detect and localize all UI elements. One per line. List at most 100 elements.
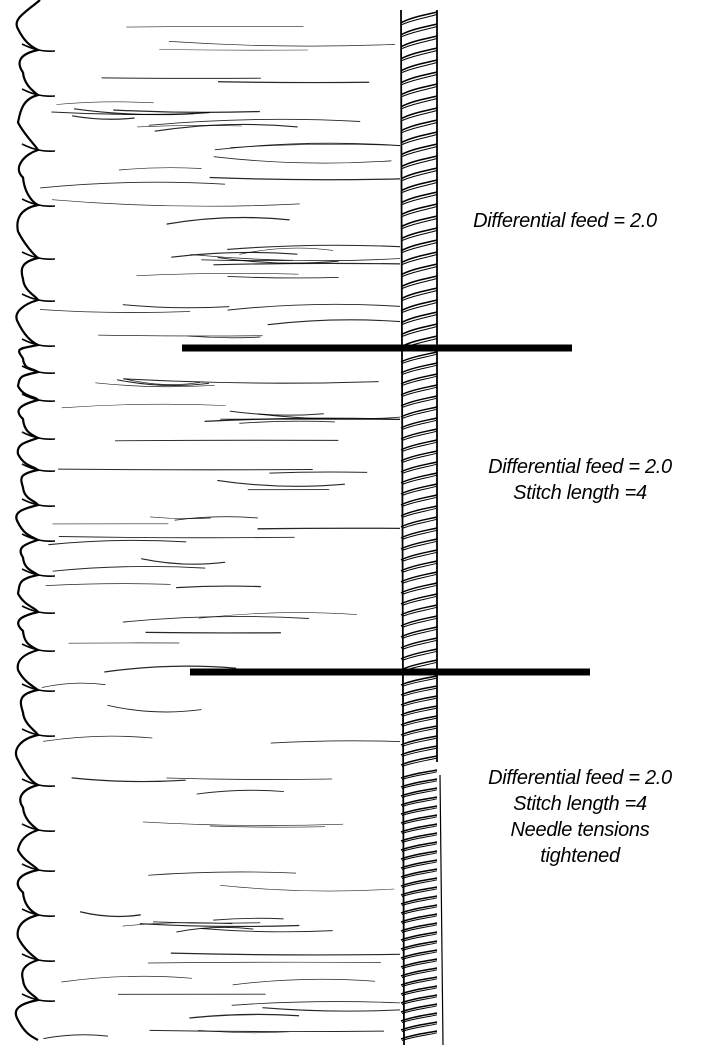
seam-stitch-loop [401, 132, 437, 143]
fold-line [40, 310, 190, 313]
seam-stitch-loop [401, 638, 437, 648]
fold-line [141, 559, 225, 564]
seam-stitch-loop [401, 396, 437, 406]
seam-stitch-loop [401, 706, 437, 715]
ruffle-edge-outline [16, 0, 40, 1040]
fold-line [119, 168, 202, 170]
label-line: Differential feed = 2.0 [440, 208, 690, 234]
seam-stitch-loop [401, 240, 437, 251]
seam-stitch-loop [401, 815, 437, 823]
ruffle-fold-tab [22, 339, 55, 346]
fold-line [171, 953, 400, 955]
seam-stitch-loop [401, 995, 437, 1003]
fold-line [123, 379, 379, 383]
seam-stitch-loop [401, 860, 437, 868]
seam-stitch-loop [401, 108, 437, 119]
seam-stitch-loop [401, 60, 437, 71]
ruffle-fold-tab [22, 864, 55, 871]
seam-stitch-loop [401, 797, 437, 805]
ruffled-fabric-edge [16, 0, 55, 1040]
seam-stitch-loop [401, 1013, 437, 1021]
ruffle-fold-tab [22, 994, 55, 1001]
seam-stitch-loop [401, 324, 437, 335]
seam-stitch-loop [401, 887, 437, 895]
seam-stitch-loop [401, 770, 437, 778]
ruffle-fold-tab [22, 499, 55, 506]
ruffle-fold-tab [22, 824, 55, 831]
fold-line [140, 924, 299, 927]
label-line: Differential feed = 2.0 [455, 765, 701, 791]
seam-stitch-loop [401, 1031, 437, 1039]
seam-stitch-loop [401, 968, 437, 976]
fold-line [137, 273, 299, 275]
fold-line [239, 421, 335, 423]
seam-stitch-loop [401, 228, 437, 239]
ruffle-fold-tab [22, 909, 55, 916]
ruffle-fold-tab [22, 199, 55, 206]
seam-stitch-loop [401, 429, 437, 439]
fold-line [215, 143, 400, 150]
seam-stitch-loop [401, 779, 437, 787]
fold-line [72, 116, 135, 119]
seam-stitch-loop [401, 1022, 437, 1030]
ruffle-fold-tab [22, 729, 55, 736]
fold-line [228, 276, 339, 278]
fold-line [159, 50, 308, 51]
fold-line [218, 82, 369, 83]
seam-stitch-loop [401, 905, 437, 913]
fold-line [197, 790, 284, 794]
ruffle-fold-tab [22, 779, 55, 786]
fold-line [61, 976, 192, 982]
fold-line [115, 440, 338, 441]
overlock-seam [401, 10, 443, 1045]
seam-stitch-loop [401, 462, 437, 472]
ruffle-fold-tab [22, 684, 55, 691]
seam-stitch-loop [401, 746, 437, 755]
fold-line [148, 872, 296, 875]
seam-stitch-loop [401, 833, 437, 841]
fold-line [262, 1008, 400, 1011]
fold-line [228, 304, 401, 310]
seam-stitch-loop [401, 120, 437, 131]
ruffle-fold-tab [22, 252, 55, 259]
fold-line [191, 255, 400, 261]
fold-line [167, 218, 290, 225]
seam-stitch-loop [401, 276, 437, 287]
fold-line [126, 26, 303, 27]
ruffle-fold-tab [22, 144, 55, 151]
seam-stitch-loop [401, 583, 437, 593]
seam-stitch-loop [401, 561, 437, 571]
seam-stitch-loop [401, 676, 437, 685]
label-line: Differential feed = 2.0 [455, 454, 701, 480]
seam-stitch-loop [401, 168, 437, 179]
seam-stitch-loop [401, 300, 437, 311]
fold-line [46, 584, 171, 586]
ruffle-fold-tab [22, 294, 55, 301]
seam-stitch-loop [401, 950, 437, 958]
fold-line [59, 537, 295, 538]
fold-line [143, 822, 343, 826]
fold-line [123, 305, 229, 308]
seam-stitch-loop [401, 192, 437, 203]
fold-line [171, 252, 297, 257]
seam-stitch-loop [401, 851, 437, 859]
seam-stitch-loop [401, 932, 437, 940]
fold-line [220, 885, 394, 891]
label-line: Stitch length =4 [455, 791, 701, 817]
fold-line [167, 778, 333, 780]
fold-line [258, 528, 401, 529]
fold-line [80, 912, 141, 917]
fold-line [107, 705, 201, 712]
seam-stitch-loop [401, 539, 437, 549]
seam-stitch-loop [401, 407, 437, 417]
seam-outer-edge-lower [440, 775, 443, 1045]
fold-line [98, 335, 262, 336]
fold-line [169, 41, 395, 46]
seam-stitch-loop [401, 649, 437, 659]
seam-stitch-loop [401, 686, 437, 695]
fold-line [113, 110, 259, 112]
fold-line [213, 263, 400, 264]
seam-stitch-loop [401, 180, 437, 191]
seam-stitch-loop [401, 352, 437, 362]
